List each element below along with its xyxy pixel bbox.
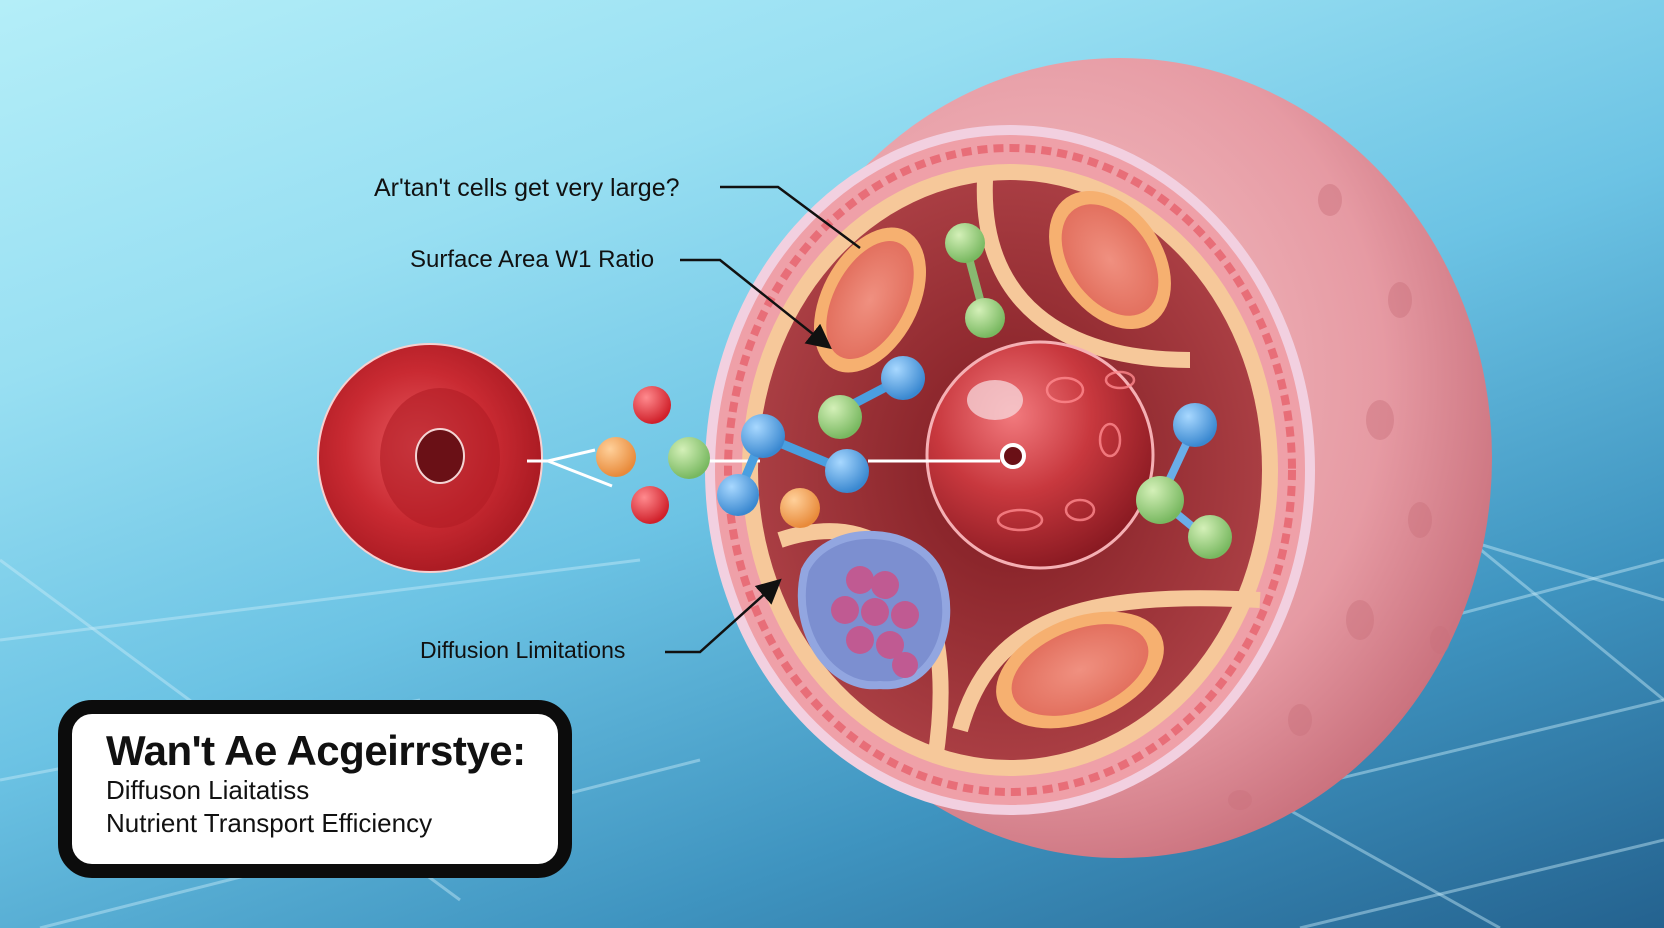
red-blood-cell [317,343,543,573]
nucleus [925,340,1155,570]
blue-molecule-left [717,356,925,516]
mitochondrion-upper-right [1049,190,1171,330]
info-box-title: Wan't Ae Acgeirrstye: [106,727,526,774]
mitochondrion-upper-left [813,227,927,373]
callout-line-surface-area [680,258,832,350]
vesicle-granules [797,530,951,690]
target-marker [1000,443,1026,469]
green-molecule-top [945,223,1005,338]
blue-green-molecule-right [1136,403,1232,559]
label-question: Ar'tan't cells get very large? [374,174,680,202]
info-box: Wan't Ae Acgeirrstye: Diffuson Liaitatis… [58,700,572,878]
label-diffusion-limitations: Diffusion Limitations [420,637,626,663]
label-surface-area-ratio: Surface Area W1 Ratio [410,246,655,273]
info-box-line-2: Nutrient Transport Efficiency [106,807,433,838]
callout-line-diffusion [665,578,782,654]
callout-line-question [720,185,861,250]
mitochondrion-lower-right [996,611,1164,729]
info-box-line-1: Diffuson Liaitatiss [106,775,310,806]
diffusing-molecules [596,386,820,528]
